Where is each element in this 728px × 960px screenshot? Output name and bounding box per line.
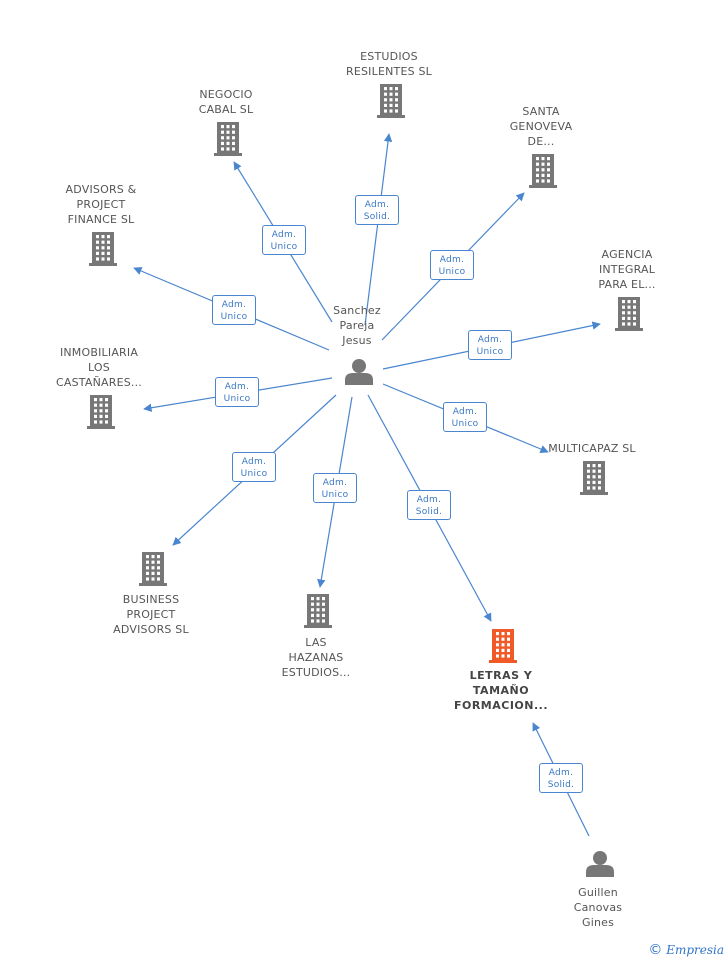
badge-text-line: Solid. xyxy=(415,507,443,517)
company-label-santa[interactable]: SANTA GENOVEVA DE... xyxy=(476,104,606,149)
badge-text-line: Adm. xyxy=(224,382,250,392)
badge-text-line: Unico xyxy=(220,312,248,322)
badge-text-line: Adm. xyxy=(241,457,267,467)
label-text-line: ESTUDIOS... xyxy=(281,666,351,679)
brand-footer[interactable]: © Empresia xyxy=(648,942,724,958)
edge-role-badge[interactable]: Adm. Unico xyxy=(443,402,487,432)
company-label-negocio[interactable]: NEGOCIO CABAL SL xyxy=(161,87,291,117)
edge-role-badge[interactable]: Adm. Solid. xyxy=(539,763,583,793)
label-text-line: LAS xyxy=(305,636,327,649)
label-text-line: CASTAÑARES... xyxy=(56,376,142,389)
company-label-estudios[interactable]: ESTUDIOS RESILENTES SL xyxy=(324,49,454,79)
building-icon[interactable] xyxy=(87,395,115,429)
label-text-line: CABAL SL xyxy=(198,103,254,116)
label-text-line: INTEGRAL xyxy=(598,263,656,276)
brand-logo-text: Empresia xyxy=(666,943,724,957)
label-text-line: SANTA xyxy=(522,105,560,118)
badge-text-line: Adm. xyxy=(322,478,348,488)
label-text-line: Pareja xyxy=(339,319,375,332)
edge-role-badge[interactable]: Adm. Unico xyxy=(262,225,306,255)
edge-sanchez-to-estudios xyxy=(364,133,393,326)
building-icon[interactable] xyxy=(377,84,405,118)
label-text-line: LOS xyxy=(88,361,110,374)
icon-layer xyxy=(87,84,643,877)
company-label-advisors[interactable]: ADVISORS & PROJECT FINANCE SL xyxy=(36,182,166,227)
label-text-line: Jesus xyxy=(342,334,372,347)
copyright-icon: © xyxy=(648,942,663,958)
building-icon[interactable] xyxy=(615,297,643,331)
label-text-line: PARA EL... xyxy=(598,278,656,291)
company-label-multicapaz[interactable]: MULTICAPAZ SL xyxy=(527,441,657,456)
badge-text-line: Unico xyxy=(321,490,349,500)
label-text-line: GENOVEVA xyxy=(509,120,573,133)
company-label-inmobiliaria[interactable]: INMOBILIARIA LOS CASTAÑARES... xyxy=(34,345,164,390)
badge-text-line: Solid. xyxy=(547,780,575,790)
edge-role-badge[interactable]: Adm. Unico xyxy=(430,250,474,280)
label-text-line: Canovas xyxy=(573,901,623,914)
edge-role-badge[interactable]: Adm. Unico xyxy=(468,330,512,360)
edge-role-badge[interactable]: Adm. Solid. xyxy=(355,195,399,225)
badge-text-line: Unico xyxy=(476,347,504,357)
building-icon[interactable] xyxy=(489,629,517,663)
label-text-line: FORMACION... xyxy=(453,699,549,712)
building-icon[interactable] xyxy=(214,122,242,156)
label-text-line: DE... xyxy=(527,135,555,148)
badge-text-line: Adm. xyxy=(439,255,465,265)
label-text-line: ADVISORS & xyxy=(65,183,137,196)
company-label-business[interactable]: BUSINESS PROJECT ADVISORS SL xyxy=(86,592,216,637)
badge-text-line: Adm. xyxy=(416,495,442,505)
badge-text-line: Unico xyxy=(451,419,479,429)
badge-text-line: Adm. xyxy=(221,300,247,310)
label-text-line: Gines xyxy=(581,916,615,929)
edge-role-badge[interactable]: Adm. Unico xyxy=(212,295,256,325)
label-text-line: AGENCIA xyxy=(601,248,653,261)
label-text-line: HAZANAS xyxy=(288,651,344,664)
label-text-line: ESTUDIOS xyxy=(360,50,418,63)
building-icon[interactable] xyxy=(89,232,117,266)
label-text-line: PROJECT xyxy=(76,198,126,211)
label-text-line: PROJECT xyxy=(126,608,176,621)
label-text-line: ADVISORS SL xyxy=(113,623,189,636)
badge-text-line: Unico xyxy=(438,267,466,277)
badge-text-line: Adm. xyxy=(271,230,297,240)
edge-role-badge[interactable]: Adm. Solid. xyxy=(407,490,451,520)
badge-text-line: Adm. xyxy=(364,200,390,210)
badge-text-line: Adm. xyxy=(452,407,478,417)
building-icon[interactable] xyxy=(529,154,557,188)
person-icon[interactable] xyxy=(586,851,614,877)
badge-text-line: Unico xyxy=(240,469,268,479)
label-text-line: TAMAÑO xyxy=(472,684,530,697)
person-icon[interactable] xyxy=(345,359,373,385)
label-text-line: FINANCE SL xyxy=(67,213,135,226)
label-text-line: RESILENTES SL xyxy=(346,65,432,78)
badge-text-line: Unico xyxy=(270,242,298,252)
label-text-line: INMOBILIARIA xyxy=(59,346,139,359)
badge-text-line: Adm. xyxy=(548,768,574,778)
badge-text-line: Unico xyxy=(223,394,251,404)
building-icon[interactable] xyxy=(139,552,167,586)
label-text-line: Sanchez xyxy=(333,304,381,317)
label-text-line: MULTICAPAZ SL xyxy=(548,442,636,455)
badge-text-line: Adm. xyxy=(477,335,503,345)
building-icon[interactable] xyxy=(304,594,332,628)
edge-role-badge[interactable]: Adm. Unico xyxy=(215,377,259,407)
company-label-agencia[interactable]: AGENCIA INTEGRAL PARA EL... xyxy=(562,247,692,292)
edge-role-badge[interactable]: Adm. Unico xyxy=(232,452,276,482)
label-text-line: NEGOCIO xyxy=(199,88,253,101)
company-label-letras[interactable]: LETRAS Y TAMAÑO FORMACION... xyxy=(436,668,566,713)
company-label-hazanas[interactable]: LAS HAZANAS ESTUDIOS... xyxy=(251,635,381,680)
edge-role-badge[interactable]: Adm. Unico xyxy=(313,473,357,503)
building-icon[interactable] xyxy=(580,461,608,495)
label-text-line: BUSINESS xyxy=(122,593,180,606)
label-text-line: LETRAS Y xyxy=(469,669,533,682)
badge-text-line: Solid. xyxy=(363,212,391,222)
label-text-line: Guillen xyxy=(578,886,618,899)
edge-layer xyxy=(133,133,601,837)
